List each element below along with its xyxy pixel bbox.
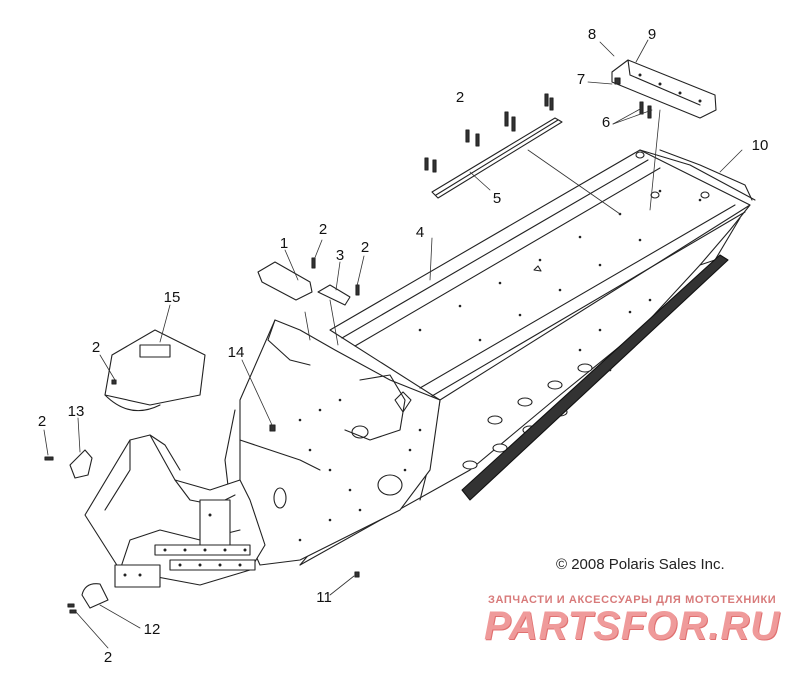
callout-5: 5 — [492, 190, 502, 207]
callout-10: 10 — [751, 137, 769, 154]
callout-2-mid-left: 2 — [318, 221, 328, 238]
callout-2-left: 2 — [91, 339, 101, 356]
callout-2-mid-right: 2 — [360, 239, 370, 256]
callout-13: 13 — [67, 403, 85, 420]
callout-12: 12 — [143, 621, 161, 638]
rail-5-part — [431, 117, 563, 199]
callout-2-far-left: 2 — [37, 413, 47, 430]
rear-bumper-part — [635, 149, 753, 201]
plate-12-part — [81, 583, 109, 609]
callout-3: 3 — [335, 247, 345, 264]
bracket-9-part — [611, 59, 717, 119]
leader-lines — [43, 39, 743, 649]
callout-11: 11 — [316, 589, 332, 606]
callout-14: 14 — [227, 344, 245, 361]
tunnel-part — [299, 149, 756, 566]
callout-15: 15 — [163, 289, 181, 306]
watermark-tagline: ЗАПЧАСТИ И АКСЕССУАРЫ ДЛЯ МОТОТЕХНИКИ — [488, 594, 777, 606]
clip-13-part — [69, 449, 93, 479]
fasteners — [44, 77, 652, 614]
bracket-1-part — [257, 261, 313, 301]
callout-9: 9 — [647, 26, 657, 43]
callout-8: 8 — [587, 26, 597, 43]
copyright-notice: © 2008 Polaris Sales Inc. — [556, 556, 725, 573]
front-frame-part — [84, 434, 266, 588]
callout-7: 7 — [576, 71, 586, 88]
callout-6: 6 — [601, 114, 611, 131]
callout-1: 1 — [279, 235, 289, 252]
watermark-logo: PARTSFOR.RU — [484, 604, 781, 648]
callout-2-top: 2 — [455, 89, 465, 106]
callout-4: 4 — [415, 224, 425, 241]
bracket-3-part — [317, 284, 351, 306]
callout-2-bottom: 2 — [103, 649, 113, 666]
bracket-15-part — [104, 329, 206, 412]
